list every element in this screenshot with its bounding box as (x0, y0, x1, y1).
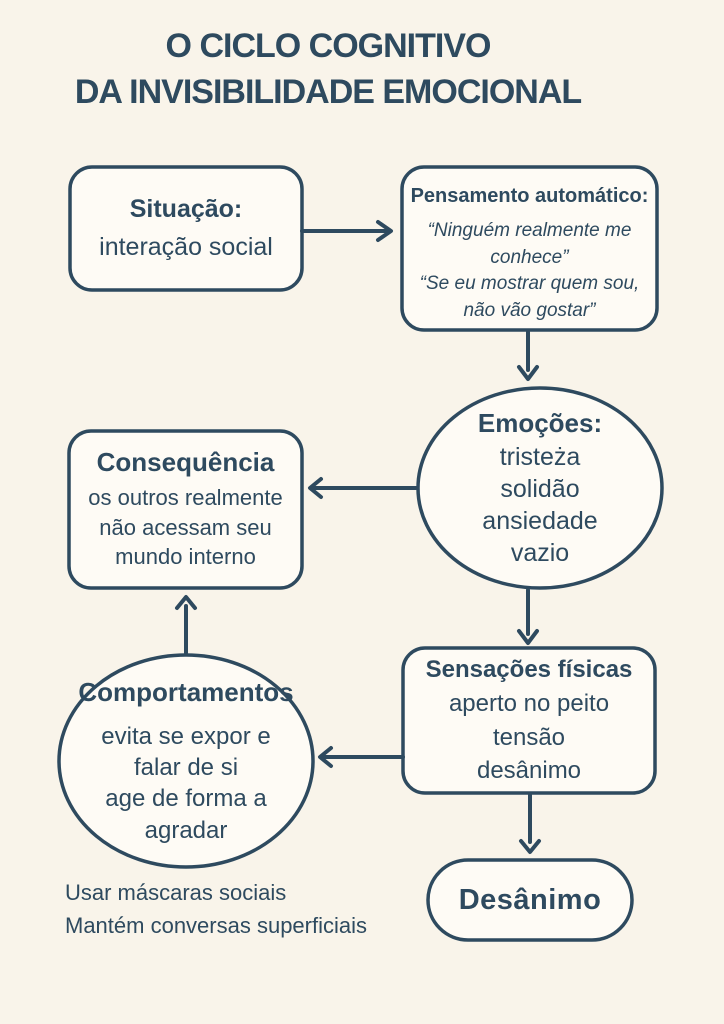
node-desanimo: Desânimo (428, 860, 632, 940)
node-emocoes-heading: Emoções: (477, 408, 603, 439)
consequencia-box-outline (67, 429, 304, 590)
flow-arrow-sensacoes-to-desanimo (519, 793, 541, 854)
node-comportamentos-line-3: age de forma a (105, 785, 267, 813)
node-emocoes-line-3: ansiedade (482, 506, 598, 535)
node-sensacoes-line-3: desânimo (476, 757, 582, 785)
pensamento-box-outline (400, 165, 659, 332)
flow-arrow-comportamentos-to-consequencia (175, 595, 197, 655)
node-pensamento-quote-2: “Se eu mostrar quem sou, não vão gostar” (419, 273, 640, 321)
node-situacao: Situação: interação social (70, 167, 302, 290)
node-sensacoes-line-2: tensão (492, 723, 566, 751)
flow-arrow-situacao-to-pensamento (300, 220, 393, 242)
node-comportamentos-line-1: evita se expor e (101, 723, 271, 751)
node-emocoes-line-2: solidão (500, 474, 580, 503)
node-consequencia: Consequência os outros realmente não ace… (69, 431, 302, 588)
node-desanimo-heading: Desânimo (458, 883, 602, 916)
flow-arrow-emocoes-to-sensacoes (517, 588, 539, 645)
node-emocoes: Emoções: tristeża solidão ansiedade vazi… (418, 388, 662, 588)
node-comportamentos-line-4: agradar (144, 816, 228, 844)
footnote-line2: Mantém conversas superficiais (65, 913, 368, 938)
node-emocoes-line-1: tristeża (499, 442, 581, 471)
page-title-line1: O CICLO COGNITIVO (165, 27, 492, 65)
node-pensamento-quote-1: “Ninguém realmente me conhece” (427, 220, 632, 268)
footnote-line1: Usar máscaras sociais (65, 880, 287, 905)
node-comportamentos-heading: Comportamentos (78, 677, 294, 708)
flow-arrow-pensamento-to-emocoes (517, 330, 539, 381)
flow-arrow-sensacoes-to-comportamentos (318, 746, 405, 768)
node-pensamento-heading: Pensamento automático: (410, 185, 649, 207)
node-comportamentos: Comportamentos evita se expor e falar de… (59, 655, 313, 867)
node-sensacoes-heading: Sensações físicas (425, 656, 633, 684)
node-consequencia-heading: Consequência (96, 446, 275, 477)
node-comportamentos-line-2: falar de si (133, 754, 239, 782)
node-pensamento: Pensamento automático: “Ninguém realment… (402, 167, 657, 330)
page-title-line2: DA INVISIBILIDADE EMOCIONAL (74, 72, 582, 111)
node-situacao-body: interação social (99, 232, 273, 261)
node-emocoes-line-4: vazio (510, 538, 570, 567)
node-sensacoes-line-1: aperto no peito (448, 689, 610, 717)
footnote: Usar máscaras sociais Mantém conversas s… (65, 876, 367, 942)
node-sensacoes: Sensações físicas aperto no peito tensão… (403, 648, 655, 793)
desanimo-stadium-outline (426, 858, 634, 942)
flow-arrow-emocoes-to-consequencia (308, 477, 418, 499)
page-title: O CICLO COGNITIVO DA INVISIBILIDADE EMOC… (0, 24, 656, 116)
node-situacao-heading: Situação: (129, 195, 243, 223)
sensacoes-box-outline (401, 646, 657, 795)
situacao-box-outline (68, 165, 304, 292)
node-consequencia-body: os outros realmente não acessam seu mund… (88, 484, 283, 570)
